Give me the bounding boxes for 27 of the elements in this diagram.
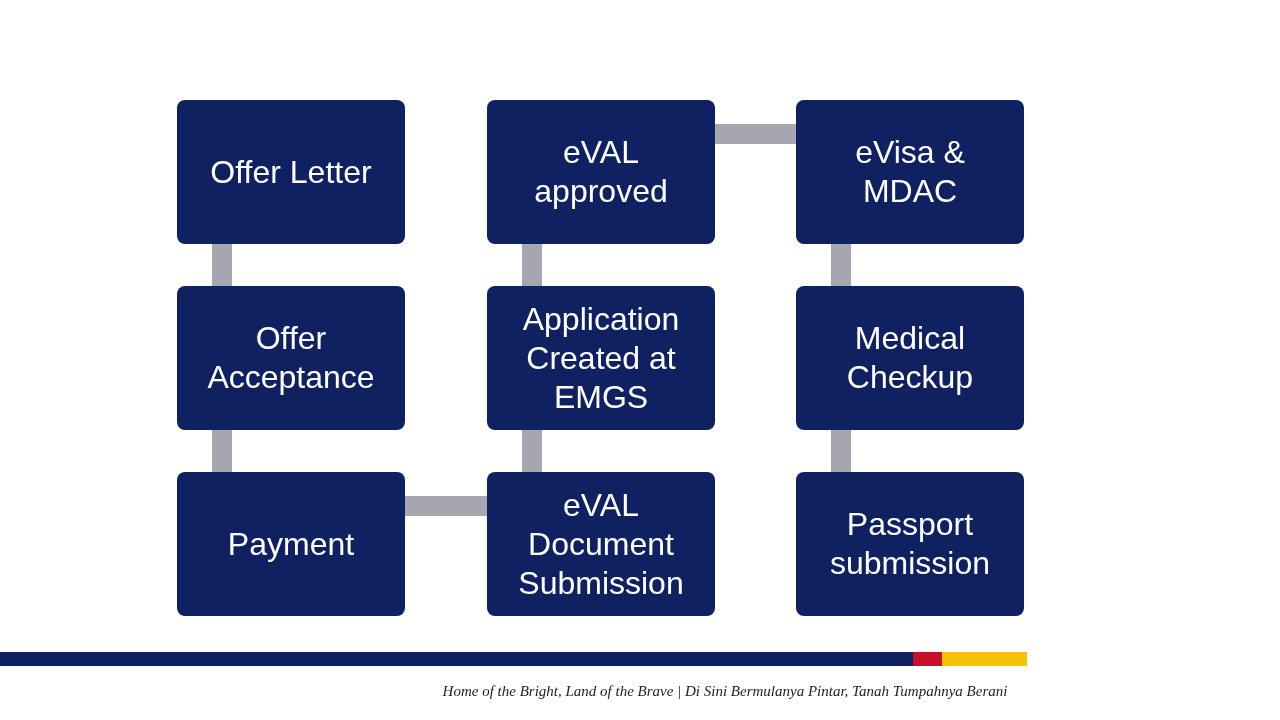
process-box xyxy=(796,286,1024,430)
box-label: eVisa & MDAC xyxy=(854,133,966,211)
connector-bar xyxy=(831,430,851,472)
connector-bar xyxy=(212,244,232,286)
process-box xyxy=(177,286,405,430)
box-label: Passport submission xyxy=(828,505,992,583)
connector-bar xyxy=(405,496,487,516)
box-label: Offer Acceptance xyxy=(206,319,376,397)
connector-bar xyxy=(212,430,232,472)
process-box xyxy=(487,100,715,244)
connector-bar xyxy=(522,430,542,472)
box-label: Medical Checkup xyxy=(845,319,975,397)
box-label: Offer Letter xyxy=(210,152,372,192)
process-box xyxy=(487,286,715,430)
box-label: Application Created at EMGS xyxy=(521,299,681,417)
process-box xyxy=(177,100,405,244)
process-box xyxy=(487,472,715,616)
box-label: eVAL approved xyxy=(533,133,669,211)
box-label: Payment xyxy=(227,524,355,564)
process-box xyxy=(177,472,405,616)
connector-bar xyxy=(715,124,796,144)
tagline: Home of the Bright, Land of the Brave | Di Sini Bermulanya Pintar, Tanah Tumpahnya Berani xyxy=(441,682,1009,701)
connector-bar xyxy=(831,244,851,286)
process-box xyxy=(796,100,1024,244)
process-box xyxy=(796,472,1024,616)
connector-bar xyxy=(522,244,542,286)
box-label: eVAL Document Submission xyxy=(517,485,685,603)
